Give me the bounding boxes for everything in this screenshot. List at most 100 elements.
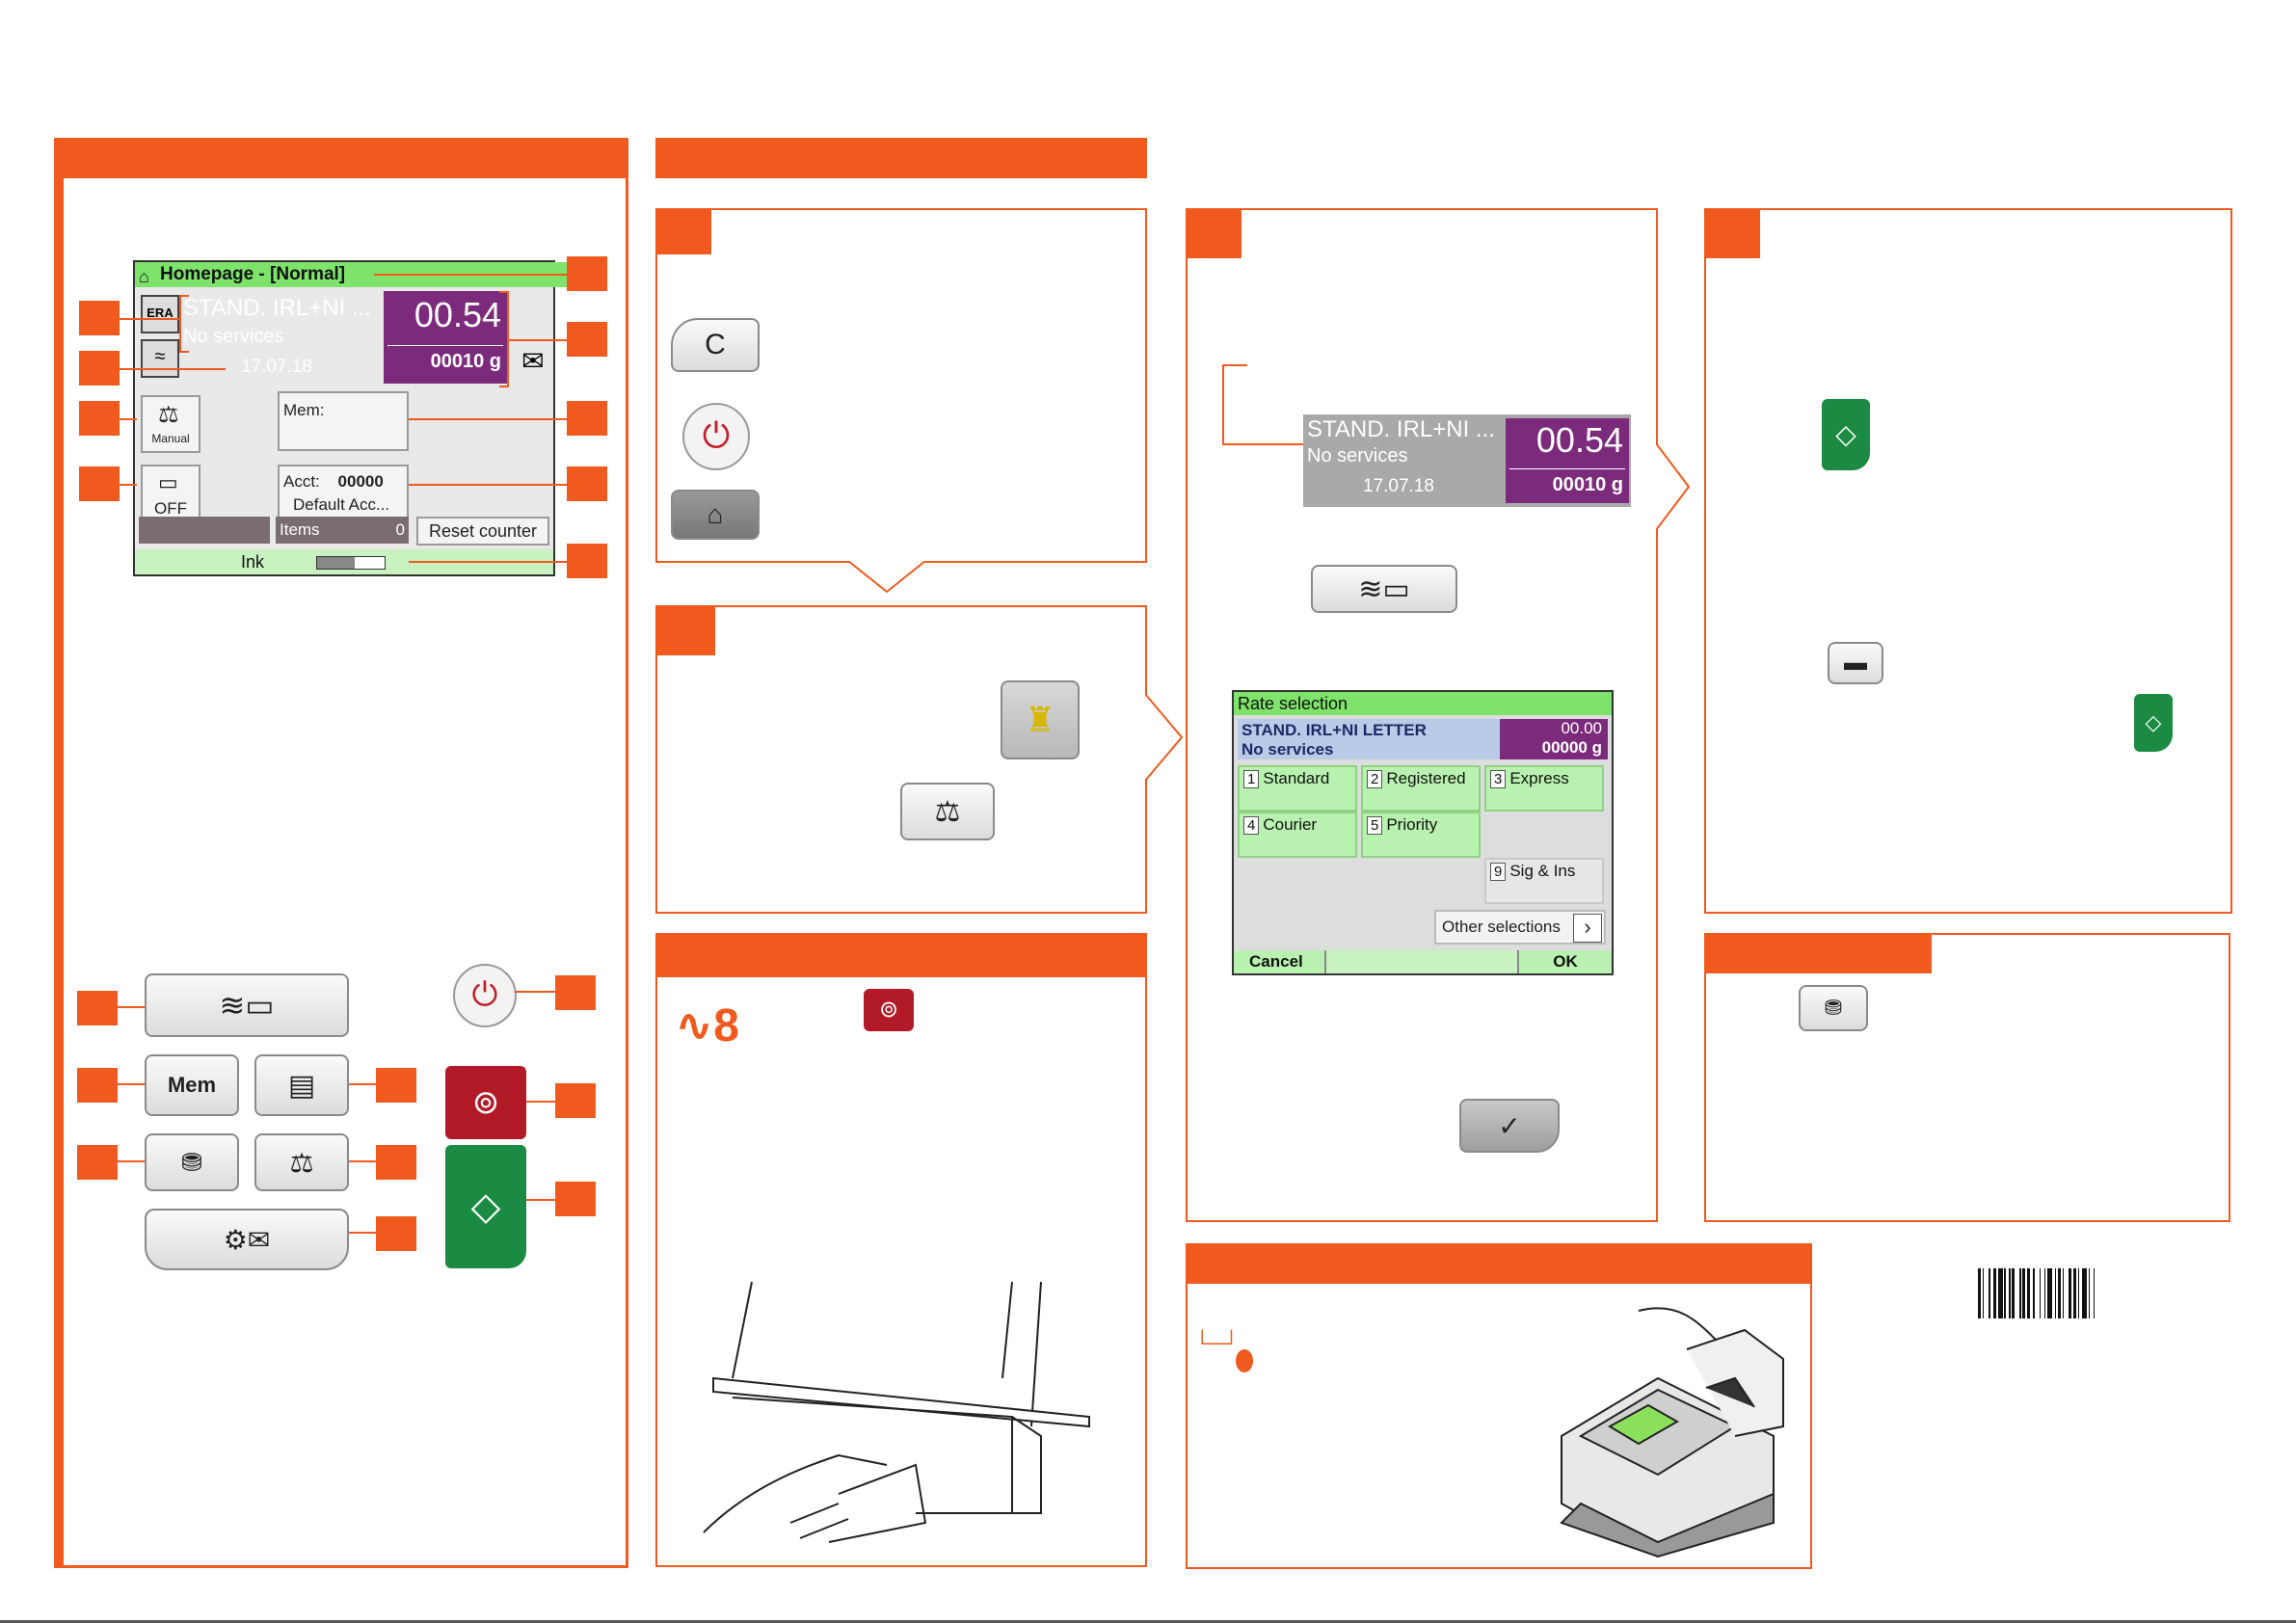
step1-arrow: [848, 561, 925, 594]
items-label: Items: [280, 520, 320, 539]
rate-selection-header: STAND. IRL+NI LETTER No services 00.00 0…: [1238, 719, 1608, 759]
callout-key-8: [555, 1083, 596, 1118]
step3-postage-value: 00.54: [1535, 420, 1623, 460]
start-key-step4[interactable]: ◇: [1822, 399, 1870, 470]
ink-drop-icon: ⌴: [1199, 1304, 1235, 1354]
rate-selection-key[interactable]: ≋▭: [145, 973, 349, 1037]
rate-selection-screen: Rate selection STAND. IRL+NI LETTER No s…: [1232, 690, 1614, 975]
step3-weight-value: 00010 g: [1552, 474, 1623, 495]
rs-postage-value: 00.00: [1561, 719, 1602, 737]
scale-key-step[interactable]: ⚖: [900, 783, 995, 840]
callout-key-7: [555, 975, 596, 1010]
step3-rate-line1[interactable]: STAND. IRL+NI ...: [1307, 416, 1495, 442]
print-header: [655, 933, 1147, 977]
callout-right-5: [567, 544, 607, 578]
reset-counter-button[interactable]: Reset counter: [416, 517, 549, 546]
ink-drop-dot: [1236, 1349, 1253, 1372]
rs-footer: Cancel OK: [1234, 950, 1612, 973]
start-key-step4-small[interactable]: ◇: [2134, 694, 2173, 752]
step3-number: [1186, 208, 1241, 258]
weigh-mode-tile[interactable]: ⚖ Manual: [141, 395, 200, 453]
date[interactable]: 17.07.18: [241, 357, 312, 377]
step4-panel: [1704, 208, 2232, 914]
memory-key[interactable]: Mem: [145, 1054, 239, 1116]
step3-date: 17.07.18: [1363, 476, 1434, 496]
overview-header: [54, 138, 628, 178]
step2-arrow: [1145, 694, 1184, 781]
account-tile[interactable]: Acct: 00000 Default Acc...: [278, 465, 409, 522]
mem-tile[interactable]: Mem:: [278, 391, 409, 451]
cancel-button[interactable]: Cancel: [1234, 950, 1326, 973]
acct-name: Default Acc...: [293, 495, 390, 514]
settings-key[interactable]: ⚙✉: [145, 1209, 349, 1270]
callout-key-9: [555, 1182, 596, 1216]
era-icon[interactable]: ERA: [141, 295, 179, 333]
stop-key[interactable]: ⊚: [445, 1066, 526, 1139]
ok-button[interactable]: OK: [1517, 950, 1612, 973]
callout-left-2: [79, 351, 120, 386]
confirm-key[interactable]: ✓: [1459, 1099, 1560, 1153]
stop-key-small[interactable]: ⊚: [864, 989, 914, 1031]
funds-key-small[interactable]: ⛃: [1799, 985, 1868, 1031]
callout-key-1: [77, 991, 118, 1025]
power-key[interactable]: ⏻: [453, 964, 517, 1027]
graph-icon[interactable]: ≈: [141, 339, 179, 378]
acct-number: 00000: [337, 472, 384, 491]
ink-panel: [1186, 1243, 1812, 1569]
rs-postage: 00.00 00000 g: [1500, 719, 1608, 759]
rate-line1[interactable]: STAND. IRL+NI ...: [183, 295, 371, 321]
funds-panel: [1704, 933, 2230, 1222]
callout-left-4: [79, 466, 120, 501]
home-icon: ⌂: [139, 267, 149, 286]
imprint-status: OFF: [154, 499, 187, 518]
callout-right-3: [567, 401, 607, 436]
acct-label: Acct:: [283, 472, 320, 491]
weight-value: 00010 g: [430, 351, 501, 372]
batch-key[interactable]: ▤: [254, 1054, 349, 1116]
barcode: [1978, 1268, 2180, 1318]
rate-line2: No services: [183, 326, 284, 347]
start-key[interactable]: ◇: [445, 1145, 526, 1268]
step2-panel: [655, 605, 1147, 914]
weigh-mode-label: Manual: [151, 432, 190, 445]
home-title: Homepage - [Normal]: [160, 264, 346, 284]
step3-arrow: [1656, 443, 1691, 530]
ink-gauge: [316, 556, 386, 570]
rs-rate-line2: No services: [1241, 740, 1334, 759]
counter-bar-left: [139, 517, 270, 544]
print-wave-icon: ∿8: [675, 1000, 739, 1052]
other-selections-button[interactable]: Other selections ›: [1434, 910, 1606, 945]
steps-header: [655, 138, 1147, 178]
ink-gauge-fill: [317, 557, 355, 569]
weight-icon-key[interactable]: ♜: [1001, 680, 1080, 759]
home-key[interactable]: ⌂: [671, 490, 760, 540]
weigh-key[interactable]: ⚖: [254, 1133, 349, 1191]
mailing-machine-illustration: [1560, 1307, 1784, 1558]
funds-key[interactable]: ⛃: [145, 1133, 239, 1191]
step1-number: [655, 208, 711, 254]
envelope-icon[interactable]: ✉: [521, 346, 545, 376]
callout-key-2: [77, 1068, 118, 1103]
power-key-step[interactable]: ⏻: [682, 403, 750, 470]
imprint-tile[interactable]: ▭ OFF: [141, 465, 200, 522]
callout-left-1: [79, 301, 120, 335]
clear-key[interactable]: C: [671, 318, 760, 372]
bottom-rule: [0, 1620, 2296, 1623]
postage-value: 00.54: [414, 295, 501, 334]
overview-panel: [54, 138, 628, 1568]
rate-key-step3[interactable]: ≋▭: [1311, 565, 1457, 613]
chevron-right-icon: ›: [1573, 914, 1602, 943]
letter-feed-illustration: [703, 1281, 1090, 1543]
step3-rate-screen: STAND. IRL+NI ... No services 17.07.18 0…: [1303, 414, 1631, 507]
step3-postage: 00.54 00010 g: [1506, 418, 1629, 503]
mem-label: Mem:: [283, 401, 325, 419]
ink-panel-header: [1186, 1243, 1812, 1284]
rs-weight-value: 00000 g: [1541, 738, 1602, 757]
batch-key-step4[interactable]: ▬: [1828, 642, 1883, 684]
